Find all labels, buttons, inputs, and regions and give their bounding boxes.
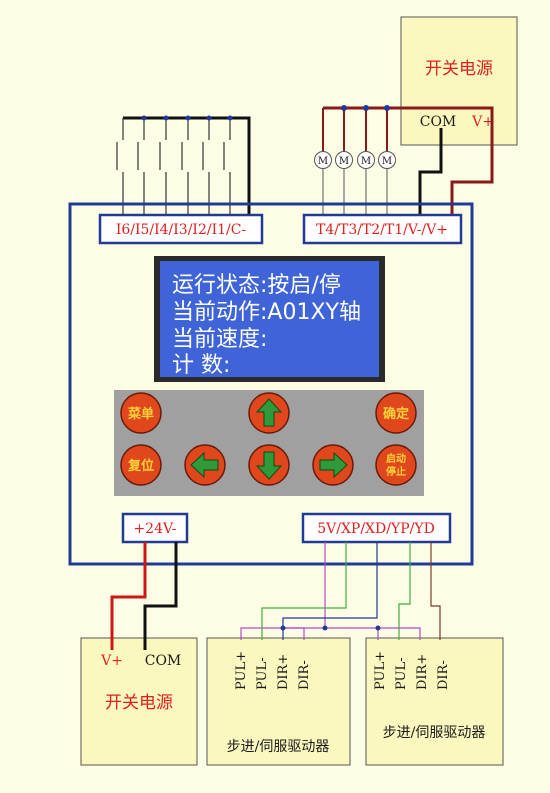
power-terminal-block	[121, 512, 189, 544]
driver-1-title: 步进/伺服驱动器	[227, 739, 330, 755]
motor-label: M	[318, 156, 328, 167]
driver-2-pin-dir-minus: DIR-	[436, 660, 451, 690]
left-button[interactable]	[184, 444, 226, 486]
wire-24v-minus	[143, 542, 178, 650]
input-terminal-label: I6/I5/I4/I3/I2/I1/C-	[116, 222, 247, 238]
pulse-terminal-block	[301, 512, 452, 544]
driver-1-box	[206, 637, 351, 766]
power-terminal-label: +24V-	[133, 521, 176, 537]
power-supply-top-vplus: V+	[471, 114, 494, 130]
lcd-line-speed: 当前速度:	[172, 327, 267, 352]
wire-motor-supply	[322, 108, 388, 152]
start-stop-button[interactable]: 启动 停止	[375, 444, 417, 486]
arrow-right-icon	[319, 451, 348, 479]
driver-2-box	[365, 637, 504, 766]
driver-2-pin-pul-minus: PUL-	[394, 658, 409, 691]
motor-t2: M	[357, 151, 375, 169]
driver-1-pin-dir-minus: DIR-	[297, 660, 312, 690]
power-supply-bottom-title: 开关电源	[105, 693, 173, 713]
arrow-up-icon	[255, 398, 283, 427]
wire-yd	[430, 542, 441, 640]
wire-motor-to-output	[322, 168, 388, 216]
input-terminal-block	[98, 213, 264, 245]
driver-1-pin-dir-plus: DIR+	[276, 654, 291, 690]
lcd-screen	[160, 261, 379, 377]
driver-2: PUL+ PUL- DIR+ DIR- 步进/伺服驱动器	[365, 637, 504, 766]
motor-t4: M	[314, 151, 332, 169]
lcd-line-status: 运行状态:按启/停	[172, 273, 341, 298]
power-supply-bottom-com: COM	[145, 653, 182, 669]
motor-label: M	[361, 156, 371, 167]
power-supply-top-box	[400, 16, 518, 146]
driver-2-pin-pul-plus: PUL+	[373, 651, 388, 690]
arrow-left-icon	[190, 451, 219, 479]
junction-dot	[384, 105, 390, 111]
down-button[interactable]	[248, 444, 290, 486]
motor-label: M	[339, 156, 349, 167]
driver-2-title: 步进/伺服驱动器	[383, 725, 486, 741]
driver-2-pin-dir-plus: DIR+	[415, 654, 430, 690]
wires-top	[322, 105, 494, 216]
driver-1-pin-pul-minus: PUL-	[255, 658, 270, 691]
power-supply-bottom-vplus: V+	[100, 653, 123, 669]
junction-dot	[375, 625, 381, 631]
input-switches	[116, 115, 251, 216]
wire-vplus-motor-bus	[323, 106, 494, 216]
wire-com-vminus	[418, 128, 443, 216]
lcd-line-count: 计 数:	[172, 353, 230, 378]
junction-dot	[363, 105, 369, 111]
motors: M M M M	[314, 151, 396, 169]
controller: I6/I5/I4/I3/I2/I1/C- T4/T3/T2/T1/V-/V+ +…	[68, 202, 474, 566]
confirm-button-label: 确定	[383, 406, 409, 422]
wire-yp	[398, 542, 411, 640]
wire-dir-common-1	[283, 627, 305, 640]
power-supply-bottom: V+ COM 开关电源	[80, 637, 198, 766]
wire-24v-plus	[110, 542, 147, 650]
output-terminal-block	[302, 213, 463, 245]
junction-dot	[322, 625, 328, 631]
menu-button[interactable]: 菜单	[120, 392, 162, 434]
menu-button-label: 菜单	[127, 406, 154, 422]
output-terminal-label: T4/T3/T2/T1/V-/V+	[316, 222, 448, 238]
start-stop-label-2: 停止	[386, 465, 406, 478]
wire-xp	[261, 542, 347, 640]
junction-dot	[341, 105, 347, 111]
wire-xd	[282, 542, 378, 640]
wires-power-bottom	[110, 542, 178, 650]
confirm-button[interactable]: 确定	[375, 392, 417, 434]
power-supply-top-com: COM	[420, 114, 457, 130]
right-button[interactable]	[312, 444, 354, 486]
power-supply-top: 开关电源 COM V+	[400, 16, 518, 146]
wires-pulse	[240, 542, 441, 640]
driver-1-pin-pul-plus: PUL+	[234, 651, 249, 690]
reset-button-label: 复位	[127, 458, 154, 474]
power-supply-top-title: 开关电源	[425, 59, 493, 79]
motor-t3: M	[335, 151, 353, 169]
wire-dir-common-2	[378, 627, 421, 640]
lcd-line-action: 当前动作:A01XY轴	[172, 300, 361, 325]
junction-dot	[280, 625, 286, 631]
controller-frame	[68, 202, 474, 566]
driver-1: PUL+ PUL- DIR+ DIR- 步进/伺服驱动器	[206, 637, 351, 766]
motor-label: M	[382, 156, 392, 167]
arrow-down-icon	[255, 451, 283, 480]
up-button[interactable]	[248, 392, 290, 434]
power-supply-bottom-box	[80, 637, 198, 766]
motor-t1: M	[378, 151, 396, 169]
start-stop-label-1: 启动	[386, 452, 406, 465]
pulse-terminal-label: 5V/XP/XD/YP/YD	[317, 521, 435, 537]
reset-button[interactable]: 复位	[120, 444, 162, 486]
